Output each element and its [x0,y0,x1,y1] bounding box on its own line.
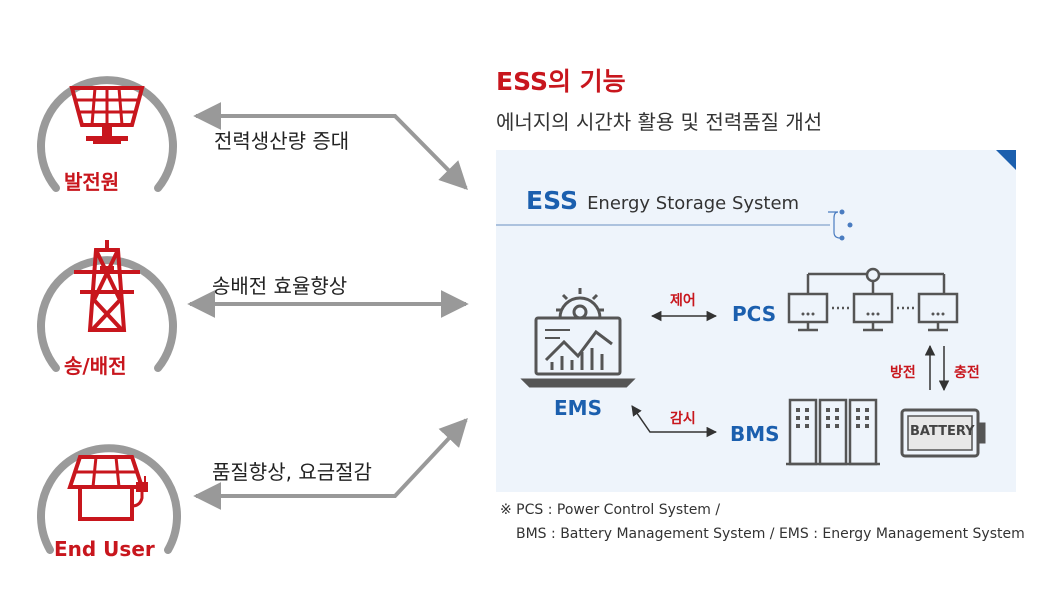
page-subtitle: 에너지의 시간차 활용 및 전력품질 개선 [496,110,823,134]
note-line-1: ※ PCS : Power Control System / [500,502,721,518]
battery-icon [900,408,986,458]
ems-label: EMS [554,396,602,420]
ess-full: Energy Storage System [587,193,800,214]
pcs-label: PCS [732,302,777,326]
note-line-2: BMS : Battery Management System / EMS : … [516,526,1025,542]
bms-server-icon [786,398,880,466]
arrow-label-quality-cost: 품질향상, 요금절감 [212,460,372,484]
monitor-arrow [631,405,718,438]
charge-label: 충전 [954,365,980,381]
pcs-network-icon [787,267,959,332]
battery-label: BATTERY [910,424,975,439]
header-connector [828,211,841,239]
ems-laptop-icon [520,316,636,388]
transmission-tower-icon [74,240,140,332]
server-lights [796,408,869,428]
control-label: 제어 [670,293,696,309]
solar-panel-icon [69,86,145,144]
source-label-end-user: End User [54,537,155,561]
house-solar-icon [67,455,148,521]
panel-corner-mark [996,150,1016,170]
gear-icon [556,288,604,320]
arrows [187,102,469,510]
monitor-label: 감시 [670,411,696,427]
source-circle-transmission [37,256,177,372]
arrow-label-power-increase: 전력생산량 증대 [214,129,350,153]
ess-header: ESS Energy Storage System [526,186,799,215]
source-label-transmission: 송/배전 [64,354,127,378]
source-circle-end-user [37,444,181,554]
arrow-label-efficiency: 송배전 효율향상 [212,274,348,298]
page-title: ESS의 기능 [496,67,626,96]
bms-label: BMS [730,422,780,446]
source-circle-power-plant [37,76,177,192]
discharge-label: 방전 [890,365,916,381]
ess-abbr: ESS [526,186,578,215]
monitor-dots [801,312,945,316]
source-label-power-plant: 발전원 [64,170,120,194]
